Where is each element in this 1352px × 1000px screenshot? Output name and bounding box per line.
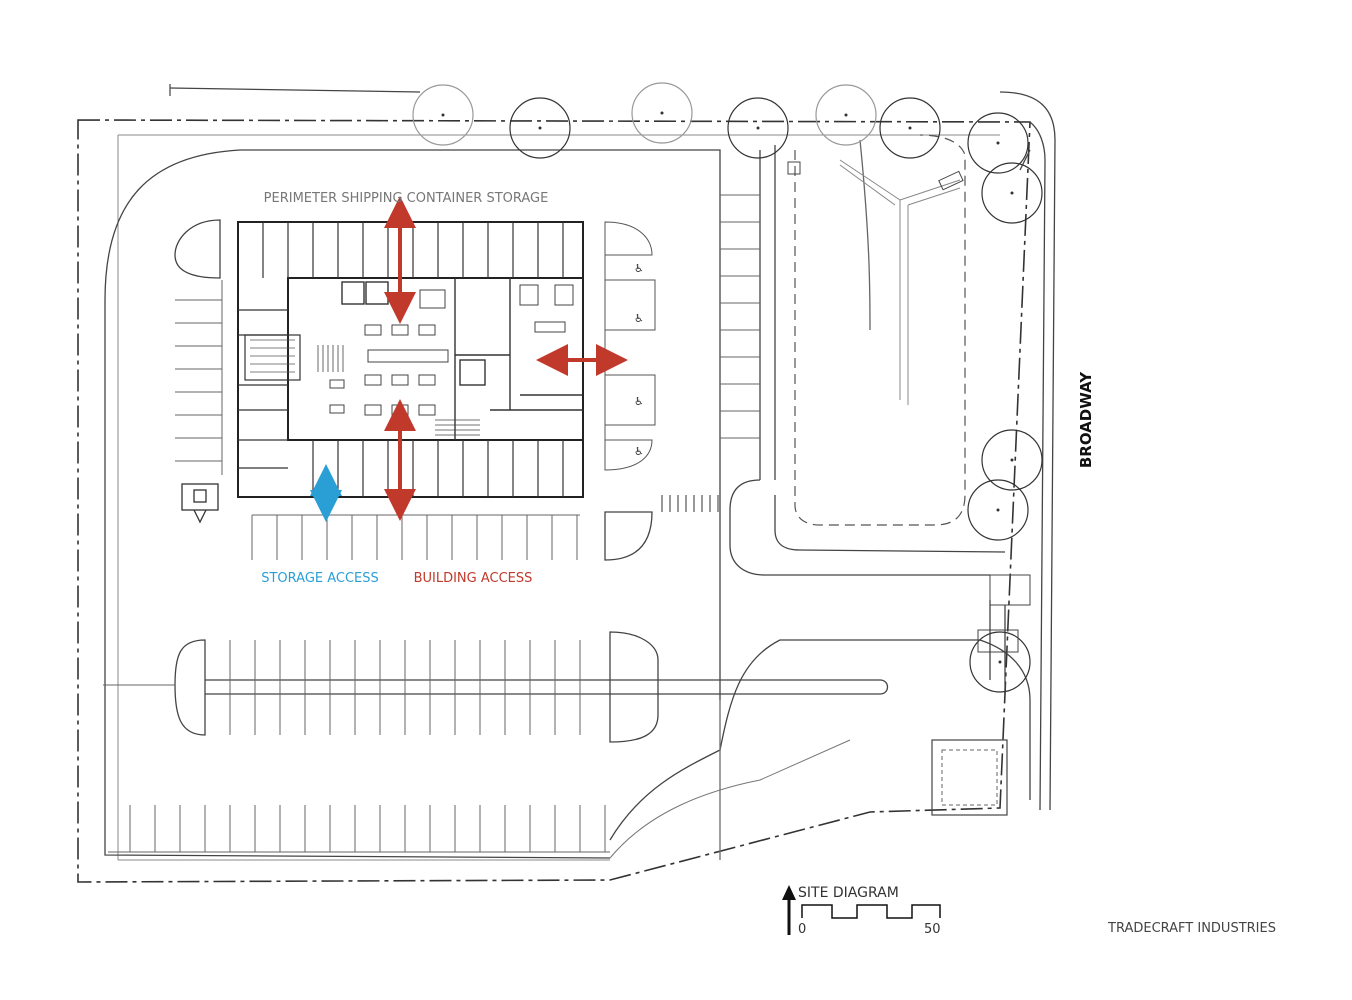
west-parking-stalls	[175, 280, 223, 475]
street-label: BROADWAY	[1077, 371, 1095, 468]
scale-bar	[801, 904, 941, 919]
fence-line	[169, 87, 421, 93]
north-arrow-icon	[782, 885, 796, 935]
svg-text:♿: ♿	[634, 312, 644, 325]
dumpster-enclosure	[181, 483, 219, 524]
svg-text:♿: ♿	[634, 395, 644, 408]
scale-min-label: 0	[798, 922, 806, 937]
trees	[412, 82, 1043, 693]
central-parking-row	[174, 631, 889, 743]
pad-structure	[931, 739, 1008, 816]
east-parking-stalls	[720, 194, 760, 439]
dashed-loop	[794, 134, 966, 526]
property-boundary	[77, 119, 1031, 883]
svg-text:♿: ♿	[634, 262, 644, 275]
broadway-road	[999, 91, 1056, 811]
building	[237, 221, 584, 498]
svg-text:♿: ♿	[634, 445, 644, 458]
perimeter-storage-label: PERIMETER SHIPPING CONTAINER STORAGE	[264, 191, 549, 206]
diagram-title: SITE DIAGRAM	[798, 885, 899, 901]
northwest-island	[174, 219, 221, 279]
south-building-stalls	[251, 514, 580, 560]
storage-access-label: STORAGE ACCESS	[261, 571, 379, 586]
parking-curb	[104, 149, 721, 860]
firm-name: TRADECRAFT INDUSTRIES	[1107, 921, 1276, 936]
south-perimeter-stalls	[108, 805, 610, 853]
accessible-parking	[604, 221, 656, 471]
building-access-arrows	[384, 196, 628, 521]
east-drive	[729, 139, 1031, 800]
building-access-label: BUILDING ACCESS	[414, 571, 533, 586]
setback-line	[117, 134, 1000, 861]
crosswalk	[661, 495, 719, 512]
scale-max-label: 50	[924, 922, 941, 937]
